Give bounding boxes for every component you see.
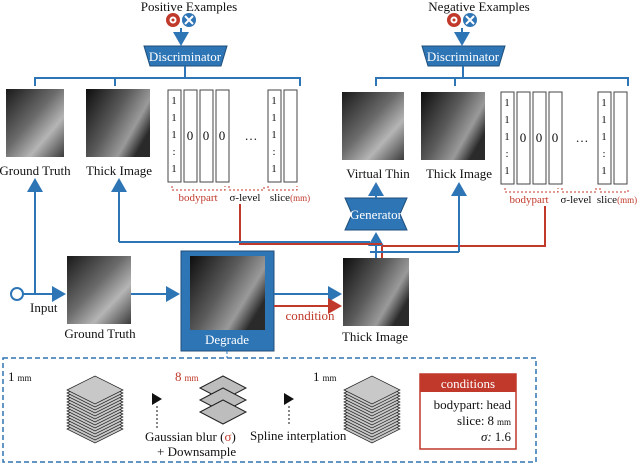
svg-text:0: 0 bbox=[536, 130, 543, 145]
svg-text:0: 0 bbox=[203, 128, 210, 143]
svg-text:1: 1 bbox=[271, 163, 277, 175]
thick-right-label: Thick Image bbox=[426, 166, 492, 181]
pipeline-box bbox=[2, 357, 537, 463]
svg-text:slice(mm): slice(mm) bbox=[270, 192, 310, 204]
svg-text:1: 1 bbox=[504, 114, 510, 126]
code-groups-left: bodypart σ-level slice(mm) bbox=[171, 186, 310, 204]
svg-text:1: 1 bbox=[271, 95, 277, 107]
svg-text:1: 1 bbox=[171, 112, 177, 124]
svg-text:1: 1 bbox=[601, 165, 607, 177]
gt-bottom-label: Ground Truth bbox=[64, 326, 136, 341]
input-node bbox=[10, 287, 24, 301]
svg-text:0: 0 bbox=[552, 130, 559, 145]
svg-text:8mm: 8mm bbox=[175, 369, 199, 384]
svg-text:…: … bbox=[576, 130, 589, 145]
negative-title-group: Negative Examples bbox=[428, 0, 530, 27]
svg-text:1: 1 bbox=[171, 95, 177, 107]
condition-label: condition bbox=[285, 308, 335, 323]
degrade-block: Degrade bbox=[180, 250, 275, 352]
svg-text::: : bbox=[172, 146, 175, 158]
gt-top-image bbox=[6, 89, 64, 157]
negative-title: Negative Examples bbox=[428, 0, 529, 14]
fake-cross-icon bbox=[463, 13, 477, 27]
gt-top-label: Ground Truth bbox=[0, 163, 71, 178]
svg-text::: : bbox=[602, 148, 605, 160]
virtual-thin-image bbox=[342, 92, 404, 160]
svg-text:1: 1 bbox=[504, 131, 510, 143]
discriminator-right: Discriminator bbox=[421, 45, 506, 67]
svg-text:slice(mm): slice(mm) bbox=[597, 194, 637, 206]
discriminator-left-label: Discriminator bbox=[149, 49, 222, 64]
svg-text:1: 1 bbox=[504, 165, 510, 177]
svg-text::: : bbox=[272, 146, 275, 158]
real-icon bbox=[447, 13, 461, 27]
code-vector-left: 1 1 1 : 1 0 0 0 … 1 1 1 : 1 bbox=[167, 89, 298, 183]
svg-text:σ:1.6: σ:1.6 bbox=[481, 429, 512, 444]
thin-stack-right bbox=[343, 375, 401, 444]
code-groups-right: bodypart σ-level slice(mm) bbox=[504, 188, 637, 206]
fake-cross-icon bbox=[182, 13, 196, 27]
svg-text:1: 1 bbox=[504, 97, 510, 109]
degrade-label: Degrade bbox=[205, 332, 249, 347]
svg-text:+ Downsample: + Downsample bbox=[157, 444, 236, 459]
thick-stack-middle bbox=[198, 375, 248, 425]
svg-text:1mm: 1mm bbox=[8, 369, 32, 384]
discriminator-right-label: Discriminator bbox=[427, 49, 500, 64]
thin-stack-left bbox=[66, 375, 124, 444]
svg-text:Spline interplation: Spline interplation bbox=[250, 428, 347, 443]
conditions-title: conditions bbox=[441, 376, 495, 391]
svg-text::: : bbox=[505, 148, 508, 160]
svg-text:bodypart: bodypart bbox=[509, 194, 548, 206]
svg-text:0: 0 bbox=[520, 130, 527, 145]
svg-text:bodypart: bodypart bbox=[178, 192, 217, 204]
thick-bottom-label: Thick Image bbox=[342, 329, 408, 344]
positive-title-group: Positive Examples bbox=[141, 0, 237, 27]
svg-text:Gaussian blur (σ): Gaussian blur (σ) bbox=[145, 429, 236, 444]
virtual-thin-label: Virtual Thin bbox=[346, 166, 410, 181]
svg-text:1: 1 bbox=[271, 129, 277, 141]
real-icon bbox=[166, 13, 180, 27]
thick-top-label: Thick Image bbox=[86, 163, 152, 178]
svg-text:bodypart:head: bodypart:head bbox=[434, 397, 512, 412]
thick-top-image bbox=[86, 89, 150, 157]
svg-text:1: 1 bbox=[271, 112, 277, 124]
svg-text:1mm: 1mm bbox=[313, 369, 337, 384]
degraded-image bbox=[190, 256, 265, 330]
svg-text:…: … bbox=[245, 128, 258, 143]
svg-text:1: 1 bbox=[601, 114, 607, 126]
arrow-right-icon bbox=[284, 393, 294, 405]
svg-text:1: 1 bbox=[601, 131, 607, 143]
svg-text:1: 1 bbox=[171, 163, 177, 175]
thick-bottom-image bbox=[343, 258, 409, 326]
arrow-right-icon bbox=[152, 393, 162, 405]
svg-text:0: 0 bbox=[219, 128, 226, 143]
svg-text:0: 0 bbox=[187, 128, 194, 143]
code-vector-right: 1 1 1 : 1 0 0 0 … 1 1 1 : 1 bbox=[500, 91, 628, 185]
svg-text:1: 1 bbox=[171, 129, 177, 141]
svg-text:1: 1 bbox=[601, 97, 607, 109]
discriminator-left: Discriminator bbox=[143, 45, 228, 67]
positive-title: Positive Examples bbox=[141, 0, 237, 14]
generator-block: Generator bbox=[344, 197, 408, 231]
thick-right-image bbox=[421, 92, 485, 160]
input-label: Input bbox=[30, 300, 58, 315]
generator-label: Generator bbox=[350, 207, 403, 222]
svg-text:σ-level: σ-level bbox=[561, 194, 592, 206]
svg-text:σ-level: σ-level bbox=[230, 192, 261, 204]
svg-text:slice:8mm: slice:8mm bbox=[457, 413, 511, 428]
gt-bottom-image bbox=[67, 256, 131, 324]
